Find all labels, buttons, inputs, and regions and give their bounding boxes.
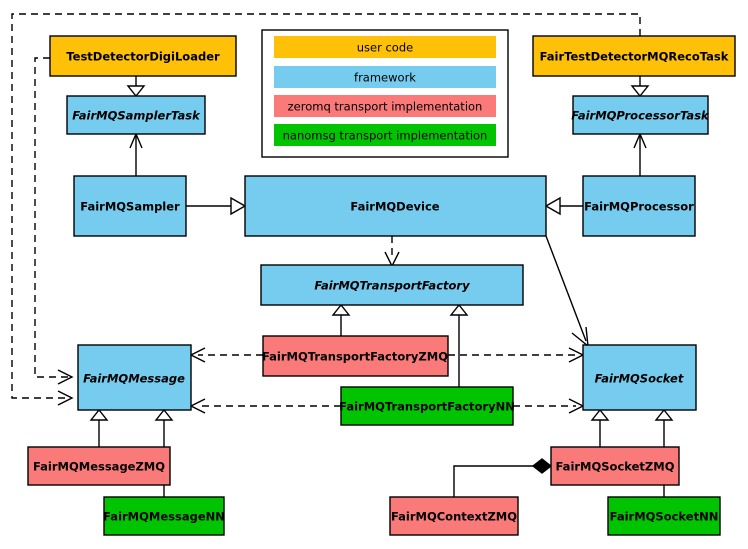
legend-label-zeromq: zeromq transport implementation: [288, 100, 483, 114]
arrowhead-digiloader-to-samplertask: [126, 85, 146, 98]
node-box-fairmqcontextzmq[interactable]: [389, 496, 519, 536]
legend-label-framework: framework: [354, 71, 416, 85]
node-box-fairmqtransportfactory[interactable]: [260, 264, 524, 306]
node-fairmqmessagezmq[interactable]: FairMQMessageZMQ: [27, 446, 171, 486]
node-label-fairmqmessagezmq: FairMQMessageZMQ: [33, 460, 165, 474]
arrowhead-device-to-socket: [571, 326, 589, 348]
arrowhead-messagezmq-to-message: [89, 408, 109, 421]
node-fairmqmessage[interactable]: FairMQMessage: [77, 344, 192, 411]
legend-label-nanomsg: nanomsg transport implementation: [283, 129, 488, 143]
node-label-testdetectordigiloader: TestDetectorDigiLoader: [66, 50, 220, 64]
legend-swatch-user-code: [274, 36, 496, 58]
node-label-fairmqtransportfactory: FairMQTransportFactory: [314, 279, 470, 293]
node-label-fairmqmessage: FairMQMessage: [83, 372, 185, 386]
node-label-fairmqtransportfactoryzmq: FairMQTransportFactoryZMQ: [262, 350, 448, 364]
node-fairmqtransportfactoryzmq[interactable]: FairMQTransportFactoryZMQ: [262, 335, 449, 377]
node-fairmqdevice[interactable]: FairMQDevice: [244, 175, 547, 237]
node-fairmqtransportfactorynn[interactable]: FairMQTransportFactoryNN: [339, 386, 515, 426]
legend-item-zeromq: zeromq transport implementation: [274, 95, 496, 117]
node-fairmqprocessor[interactable]: FairMQProcessor: [582, 175, 696, 237]
legend-swatch-zeromq: [274, 95, 496, 117]
node-label-fairtestdetectormqrecotask: FairTestDetectorMQRecoTask: [540, 50, 729, 64]
arrowhead-recotask-to-message: [57, 390, 74, 406]
node-fairmqtransportfactory[interactable]: FairMQTransportFactory: [260, 264, 524, 306]
node-label-fairmqsamplertask: FairMQSamplerTask: [72, 109, 201, 123]
arrowhead-recotask-to-processortask: [630, 85, 650, 98]
node-box-fairmqsocketzmq[interactable]: [550, 446, 680, 486]
node-label-fairmqsocketzmq: FairMQSocketZMQ: [556, 460, 675, 474]
node-box-fairmqtransportfactoryzmq[interactable]: [262, 335, 449, 377]
node-label-fairmqsampler: FairMQSampler: [80, 200, 180, 214]
legend-frame: [261, 29, 509, 158]
arrowhead-factoryzmq-to-transportfactory: [331, 303, 351, 316]
legend: user code framework zeromq transport imp…: [261, 29, 509, 158]
node-box-fairmqmessage[interactable]: [77, 344, 192, 411]
arrowhead-sampler-to-device: [230, 196, 247, 216]
node-box-fairtestdetectormqrecotask[interactable]: [532, 35, 736, 77]
edge-recotask-to-message: [11, 13, 641, 399]
node-box-fairmqsamplertask[interactable]: [66, 95, 206, 135]
node-fairmqsocket[interactable]: FairMQSocket: [582, 344, 697, 411]
node-box-fairmqsampler[interactable]: [73, 175, 187, 237]
edge-device-to-socket: [545, 235, 587, 342]
arrowhead-processor-to-device: [544, 196, 561, 216]
arrowhead-socketzmq-to-socket: [590, 408, 610, 421]
node-box-fairmqtransportfactorynn[interactable]: [340, 386, 514, 426]
legend-item-nanomsg: nanomsg transport implementation: [274, 124, 496, 146]
node-box-fairmqprocessor[interactable]: [582, 175, 696, 237]
node-layer: TestDetectorDigiLoader FairTestDetectorM…: [27, 35, 736, 536]
legend-swatch-nanomsg: [274, 124, 496, 146]
legend-item-framework: framework: [274, 66, 496, 88]
node-label-fairmqcontextzmq: FairMQContextZMQ: [391, 510, 517, 524]
edge-socketzmq-to-contextzmq: [453, 465, 534, 497]
edge-layer: [11, 13, 674, 497]
node-fairmqsocketzmq[interactable]: FairMQSocketZMQ: [550, 446, 680, 486]
node-fairmqprocessortask[interactable]: FairMQProcessorTask: [571, 95, 710, 135]
node-label-fairmqprocessortask: FairMQProcessorTask: [571, 109, 710, 123]
legend-label-user-code: user code: [357, 41, 413, 55]
diamond-socketzmq-composition: [531, 458, 553, 474]
node-label-fairmqsocket: FairMQSocket: [595, 372, 684, 386]
node-box-fairmqdevice[interactable]: [244, 175, 547, 237]
node-fairmqcontextzmq[interactable]: FairMQContextZMQ: [389, 496, 519, 536]
node-box-fairmqmessagenn[interactable]: [103, 496, 225, 536]
node-box-fairmqprocessortask[interactable]: [572, 95, 709, 135]
arrowhead-socketnn-to-socket: [654, 408, 674, 421]
node-box-fairmqsocketnn[interactable]: [607, 496, 721, 536]
node-label-fairmqtransportfactorynn: FairMQTransportFactoryNN: [339, 400, 515, 414]
node-label-fairmqsocketnn: FairMQSocketNN: [610, 510, 719, 524]
node-fairmqmessagenn[interactable]: FairMQMessageNN: [103, 496, 225, 536]
node-box-fairmqmessagezmq[interactable]: [27, 446, 171, 486]
node-fairmqsamplertask[interactable]: FairMQSamplerTask: [66, 95, 206, 135]
node-testdetectordigiloader[interactable]: TestDetectorDigiLoader: [49, 35, 237, 77]
legend-swatch-framework: [274, 66, 496, 88]
node-fairtestdetectormqrecotask[interactable]: FairTestDetectorMQRecoTask: [532, 35, 736, 77]
node-label-fairmqdevice: FairMQDevice: [350, 200, 439, 214]
arrowhead-digiloader-to-message: [57, 369, 74, 385]
node-label-fairmqmessagenn: FairMQMessageNN: [103, 510, 225, 524]
arrowhead-factorynn-to-transportfactory: [449, 303, 469, 316]
node-fairmqsampler[interactable]: FairMQSampler: [73, 175, 187, 237]
node-box-fairmqsocket[interactable]: [582, 344, 697, 411]
legend-item-user-code: user code: [274, 36, 496, 58]
node-label-fairmqprocessor: FairMQProcessor: [584, 200, 694, 214]
edge-digiloader-to-message: [34, 57, 68, 378]
node-box-testdetectordigiloader[interactable]: [49, 35, 237, 77]
node-fairmqsocketnn[interactable]: FairMQSocketNN: [607, 496, 721, 536]
arrowhead-messagenn-to-message: [154, 408, 174, 421]
